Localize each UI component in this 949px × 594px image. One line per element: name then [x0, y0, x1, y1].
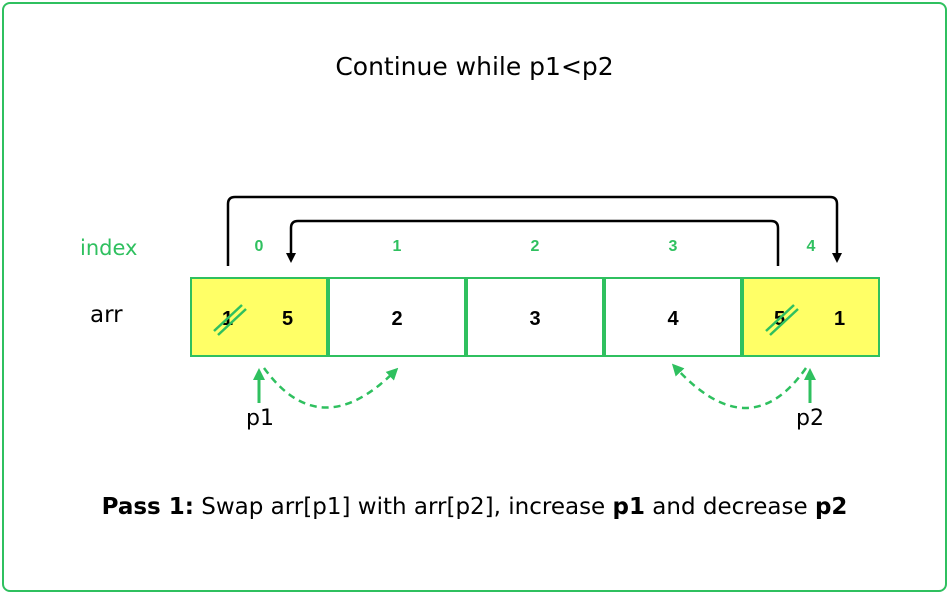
swap-arrow-inner — [286, 219, 780, 266]
cell-value: 3 — [529, 308, 541, 330]
index-2: 2 — [530, 238, 540, 255]
caption-text-2: and decrease — [645, 494, 815, 520]
array-cell-2: 3 — [466, 277, 604, 357]
index-row-label: index — [80, 236, 138, 260]
pointer-label-p2: p2 — [796, 406, 824, 431]
caption-pass: Pass 1: — [101, 494, 194, 520]
array-cell-0: 1 5 — [190, 277, 328, 357]
swap-arrow-outer — [226, 195, 842, 266]
index-4: 4 — [806, 238, 816, 255]
caption-text-1: Swap arr[p1] with arr[p2], increase — [193, 494, 613, 520]
p1-move-arrow — [262, 367, 399, 409]
strike-mark-cell-0 — [213, 304, 247, 336]
diagram-title: Continue while p1<p2 — [335, 52, 614, 81]
array-cell-3: 4 — [604, 277, 742, 357]
index-1: 1 — [392, 238, 402, 255]
p2-move-arrow — [671, 363, 808, 410]
strike-mark-cell-4 — [765, 304, 799, 336]
cell-value: 1 — [834, 308, 846, 330]
array-row-label: arr — [90, 302, 123, 328]
cell-value: 4 — [667, 308, 679, 330]
array-cell-1: 2 — [328, 277, 466, 357]
pointer-label-p1: p1 — [246, 406, 274, 431]
caption: Pass 1: Swap arr[p1] with arr[p2], incre… — [0, 494, 949, 520]
array-cell-4: 5 1 — [742, 277, 880, 357]
index-3: 3 — [668, 238, 678, 255]
cell-value: 2 — [391, 308, 403, 330]
caption-p2: p2 — [814, 494, 848, 520]
caption-p1: p1 — [612, 494, 645, 520]
cell-value: 5 — [282, 308, 294, 330]
index-0: 0 — [254, 238, 264, 255]
